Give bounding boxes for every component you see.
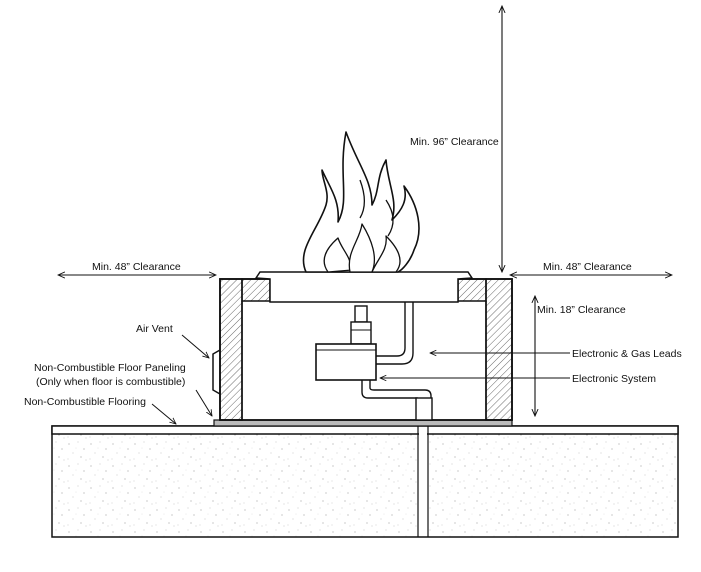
dimension-lines xyxy=(58,6,672,416)
clearance-top-label: Min. 96” Clearance xyxy=(410,136,499,148)
clearance-left-label: Min. 48” Clearance xyxy=(92,261,181,273)
electronic-system-label: Electronic System xyxy=(572,373,656,385)
clearance-right-label: Min. 48” Clearance xyxy=(543,261,632,273)
enclosure xyxy=(219,278,513,421)
floor-paneling-label-line1: Non-Combustible Floor Paneling xyxy=(34,362,186,374)
burner-pan xyxy=(254,271,474,303)
flame-icon xyxy=(302,131,420,273)
leader-lines xyxy=(151,334,570,424)
electronic-gas-leads-label: Electronic & Gas Leads xyxy=(572,348,682,360)
air-vent xyxy=(212,349,221,395)
flooring-label: Non-Combustible Flooring xyxy=(24,396,146,408)
electronic-system xyxy=(315,302,433,421)
floor-paneling-label-line2: (Only when floor is combustible) xyxy=(36,376,185,388)
clearance-side-label: Min. 18” Clearance xyxy=(537,304,626,316)
air-vent-label: Air Vent xyxy=(136,323,173,335)
ground-base xyxy=(51,425,679,538)
